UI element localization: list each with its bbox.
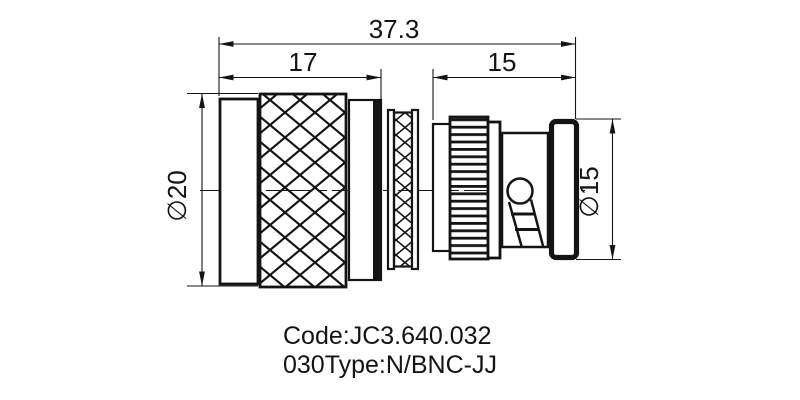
n-knurled-grip — [258, 92, 348, 289]
dimension-lines — [187, 37, 621, 287]
bnc-nut-flange — [486, 120, 502, 260]
coupling-ring-right-flange — [410, 108, 420, 271]
dim-body-diameter-label: ∅20 — [162, 170, 192, 222]
dim-body-length-label: 17 — [289, 47, 318, 77]
connector-body — [200, 92, 585, 289]
bnc-end-cap — [548, 118, 580, 261]
bnc-rear-neck — [431, 122, 452, 253]
dim-bnc-length-label: 15 — [488, 47, 517, 77]
coupling-ring-knurl — [392, 111, 414, 268]
bayonet-slot-left-edge — [507, 201, 523, 247]
bayonet-slot-right-edge — [529, 199, 545, 247]
dim-bnc-diameter-label: ∅15 — [574, 166, 604, 218]
bnc-bayonet-slot — [506, 177, 545, 247]
part-code-label: Code:JC3.640.032 — [283, 322, 491, 350]
n-body-tube — [218, 97, 260, 286]
dim-overall-label: 37.3 — [369, 14, 420, 44]
bayonet-slot-head — [506, 177, 534, 205]
part-type-label: 030Type:N/BNC-JJ — [283, 351, 497, 379]
n-body-end-flange — [373, 100, 381, 280]
bnc-coupling-nut — [448, 115, 490, 261]
